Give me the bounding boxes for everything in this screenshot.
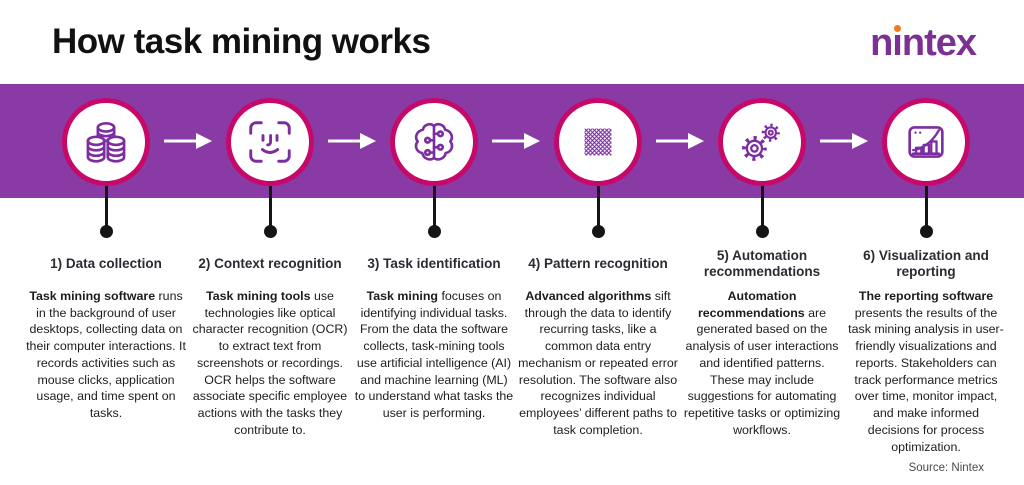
step-description: The reporting software presents the resu… (848, 289, 1004, 454)
step-title: 2) Context recognition (198, 255, 342, 271)
page-title: How task mining works (52, 22, 431, 61)
connector-dot (99, 225, 113, 238)
connector-line (268, 186, 272, 226)
source-credit: Source: Nintex (908, 462, 984, 474)
ai-brain-icon (414, 122, 454, 161)
step-circle (882, 98, 970, 186)
connector-dot (427, 225, 441, 238)
step-title: 5) Automation recommendations (703, 247, 821, 279)
step-context-recognition: 2) Context recognition Task mining tools… (188, 84, 352, 455)
arrow-right-icon (656, 133, 704, 149)
step-circle (390, 98, 478, 186)
step-description: Task mining focuses on identifying indiv… (354, 289, 514, 421)
connector-dot (755, 225, 769, 238)
step-circle (718, 98, 806, 186)
step-title: 3) Task identification (367, 255, 501, 271)
step-circle (226, 98, 314, 186)
connector-line (924, 186, 928, 226)
step-description: Task mining tools use technologies like … (192, 289, 348, 437)
step-title: 1) Data collection (50, 255, 162, 271)
step-title: 4) Pattern recognition (528, 255, 668, 271)
pattern-icon (584, 128, 612, 156)
arrow-right-icon (328, 133, 376, 149)
coins-icon (86, 122, 126, 163)
step-pattern-recognition: 4) Pattern recognition Advanced algorith… (516, 84, 680, 455)
logo-i-dot: ı (892, 22, 903, 64)
step-title: 6) Visualization and reporting (863, 247, 989, 279)
connector-line (432, 186, 436, 226)
step-description: Task mining software runs in the backgro… (26, 289, 186, 421)
connector-line (596, 186, 600, 226)
step-circle (62, 98, 150, 186)
arrow-right-icon (164, 133, 212, 149)
report-icon (908, 126, 944, 158)
nintex-logo: nıntex (870, 22, 977, 64)
step-circle (554, 98, 642, 186)
connector-dot (919, 225, 933, 238)
connector-dot (263, 225, 277, 238)
gears-icon (742, 123, 780, 161)
arrow-right-icon (820, 133, 868, 149)
step-visualization-reporting: 6) Visualization and reporting The repor… (844, 84, 1008, 455)
step-data-collection: 1) Data collection Task mining software … (24, 84, 188, 455)
step-automation-recommendations: 5) Automation recommendations Automation… (680, 84, 844, 455)
steps-row: 1) Data collection Task mining software … (24, 84, 1008, 455)
arrow-right-icon (492, 133, 540, 149)
step-task-identification: 3) Task identification Task mining focus… (352, 84, 516, 455)
step-description: Advanced algorithms sift through the dat… (518, 289, 678, 437)
face-scan-icon (249, 121, 291, 163)
step-description: Automation recommendations are generated… (683, 289, 841, 437)
connector-dot (591, 225, 605, 238)
connector-line (104, 186, 108, 226)
connector-line (760, 186, 764, 226)
